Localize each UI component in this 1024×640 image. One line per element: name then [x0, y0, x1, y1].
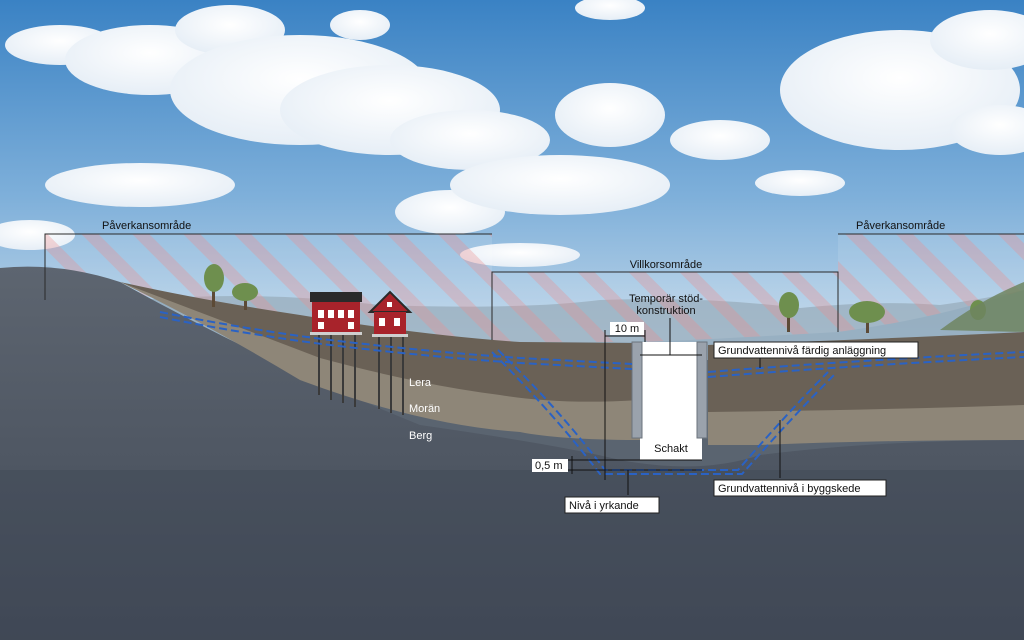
hillside-vegetation: [940, 282, 1024, 332]
width-10m-label: 10 m: [615, 323, 639, 335]
pit-label: Schakt: [654, 443, 688, 455]
impact-area-bracket: [44, 233, 1024, 340]
impact-area-label-left: Påverkansområde: [102, 220, 191, 232]
tree-icon: [779, 292, 799, 332]
condition-area-label: Villkorsområde: [630, 259, 703, 271]
gw-finished-label: Grundvattennivå färdig anläggning: [718, 345, 886, 357]
impact-area-label-right: Påverkansområde: [856, 220, 945, 232]
depth-05m-label-bg: [532, 459, 568, 472]
house-icon: [310, 292, 362, 407]
gw-construction-label: Grundvattennivå i byggskede: [718, 483, 860, 495]
impact-area-hatch-right: [838, 234, 1024, 332]
layer-clay-label: Lera: [409, 377, 432, 389]
temp-support-label-line2: konstruktion: [636, 305, 695, 317]
level-claimed-label-box: [564, 496, 660, 514]
house-icon: [367, 290, 413, 415]
bedrock-shade: [0, 470, 1024, 640]
claimed-level-lines: [568, 420, 781, 495]
tree-icon: [849, 301, 885, 333]
dimension-10m: [604, 330, 646, 480]
gw-construction-label-box: [713, 479, 887, 497]
level-claimed-label: Nivå i yrkande: [569, 500, 639, 512]
condition-area-hatch: [492, 272, 838, 342]
pit: [640, 342, 702, 460]
gw-finished-label-box: [713, 341, 919, 359]
layer-bedrock-label: Berg: [409, 430, 432, 442]
width-10m-label-bg: [610, 322, 644, 335]
bedrock-layer: [0, 266, 1024, 640]
depth-05m-label: 0,5 m: [535, 460, 563, 472]
tree-icon: [204, 264, 224, 307]
groundwater-finished-line: [159, 311, 1024, 378]
tree-icon: [232, 283, 258, 310]
layer-moraine-label: Morän: [409, 403, 440, 415]
support-wall-right: [696, 341, 708, 439]
clouds: [0, 0, 1024, 267]
support-wall-left: [631, 341, 643, 439]
temp-support-label-line1: Temporär stöd-: [629, 293, 703, 305]
